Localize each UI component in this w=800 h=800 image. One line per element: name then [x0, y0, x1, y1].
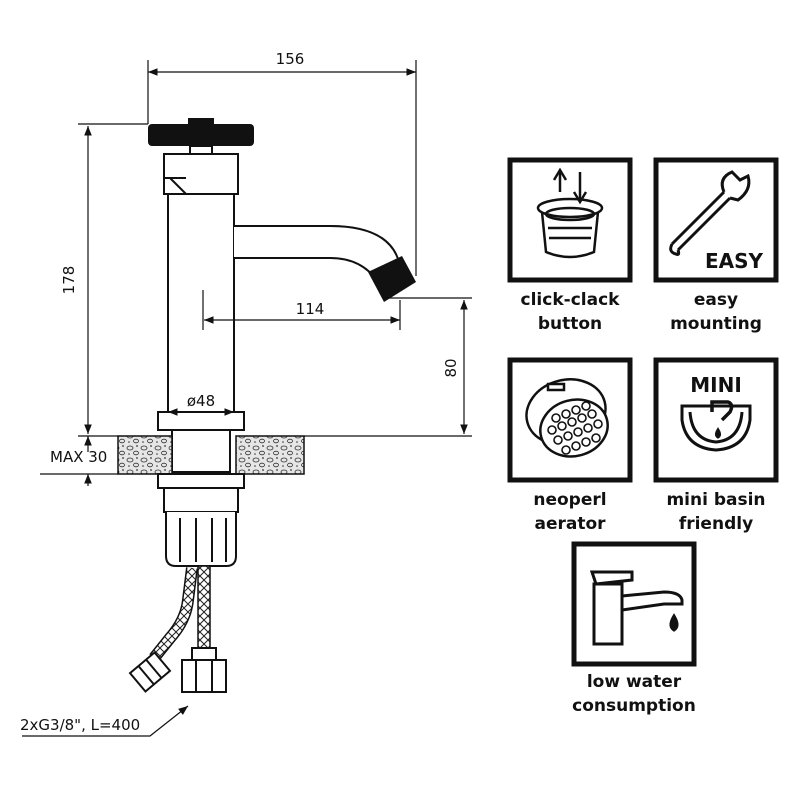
dim-diameter: ø48 — [187, 392, 215, 410]
dim-spout-height: 80 — [442, 358, 460, 377]
feature-line2: mounting — [670, 314, 762, 334]
countertop — [117, 435, 173, 475]
dim-reach: 114 — [296, 300, 325, 318]
feature-line2: friendly — [679, 514, 753, 534]
dim-max-thickness: MAX 30 — [50, 448, 107, 466]
feature-line2: aerator — [534, 514, 606, 534]
mini-basin-icon — [680, 400, 752, 452]
dim-width: 156 — [276, 50, 305, 68]
feature-line1: easy — [694, 290, 738, 310]
feature-line2: button — [538, 314, 602, 334]
dimension-labels: 156 178 114 80 ø48 MAX 30 2xG3/8", L=400 — [20, 50, 460, 734]
feature-line1: click-clack — [521, 290, 621, 310]
feature-click-clack: click-clack button — [507, 157, 633, 334]
feature-neoperl: neoperl aerator — [507, 357, 633, 534]
mini-badge: MINI — [690, 373, 742, 397]
dim-height: 178 — [60, 266, 78, 295]
wrench-icon — [669, 170, 751, 256]
aerator-icon — [525, 378, 609, 458]
faucet-body — [167, 193, 235, 413]
faucet-head — [163, 153, 239, 195]
aerator — [368, 256, 416, 302]
feature-easy-mounting: EASY easy mounting — [653, 157, 779, 334]
dimension-lines — [22, 60, 472, 737]
easy-badge: EASY — [705, 249, 764, 273]
faucet-drop-icon — [589, 570, 684, 646]
hose-right — [197, 565, 211, 649]
feature-line2: consumption — [572, 696, 696, 716]
feature-line1: mini basin — [666, 490, 765, 510]
faucet-handle — [148, 124, 254, 146]
feature-line1: neoperl — [533, 490, 606, 510]
faucet-drawing — [117, 118, 416, 693]
feature-line1: low water — [587, 672, 682, 692]
dim-hoses: 2xG3/8", L=400 — [20, 716, 140, 734]
click-clack-drain-icon — [536, 167, 604, 259]
feature-low-water: low water consumption — [571, 541, 697, 716]
feature-mini-basin: MINI mini basin friendly — [653, 357, 779, 534]
